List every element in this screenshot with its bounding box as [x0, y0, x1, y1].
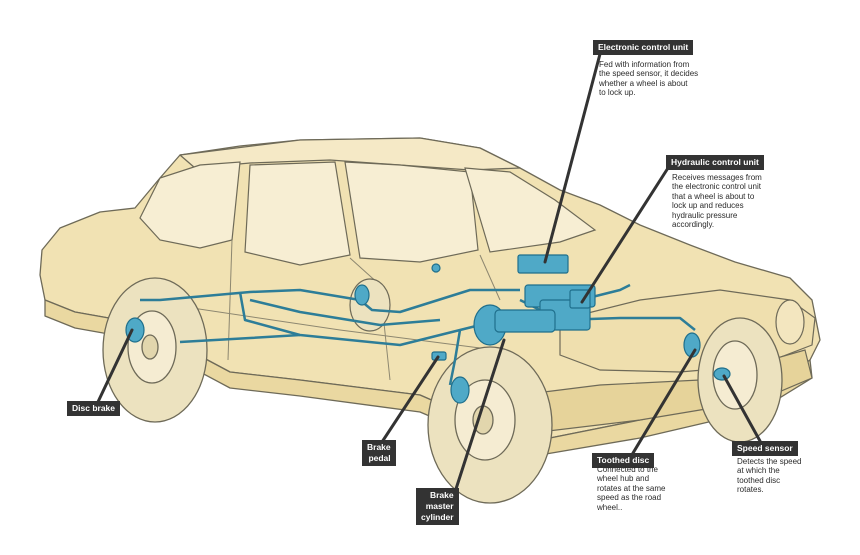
electronic-control-unit-box — [517, 254, 569, 274]
ecu-description: Fed with information from the speed sens… — [599, 60, 699, 98]
hcu-description: Receives messages from the electronic co… — [672, 173, 762, 230]
leader-lines — [95, 52, 762, 494]
front-left-wheel — [427, 346, 553, 504]
brake-components — [125, 254, 731, 404]
small-reservoir — [431, 263, 441, 273]
ecu-label: Electronic control unit — [593, 40, 694, 55]
rear-right-caliper — [354, 284, 370, 306]
hcu-label: Hydraulic control unit — [666, 155, 764, 170]
speed-sensor-part — [713, 367, 731, 381]
front-left-caliper — [450, 376, 470, 404]
speed-sensor-description: Detects the speed at which the toothed d… — [737, 457, 802, 495]
disc-brake-label: Disc brake — [67, 401, 120, 416]
master-cylinder-label: Brake master cylinder — [416, 488, 459, 525]
master-cylinder-unit — [473, 304, 556, 346]
front-right-wheel — [697, 317, 783, 443]
car-windows — [139, 161, 597, 266]
toothed-disc-description: Connected to the wheel hub and rotates a… — [597, 465, 666, 512]
brake-pedal-label: Brake pedal — [362, 440, 396, 466]
toothed-disc-label: Toothed disc — [592, 453, 655, 468]
speed-sensor-label: Speed sensor — [732, 441, 798, 456]
rear-wheel — [102, 277, 208, 423]
